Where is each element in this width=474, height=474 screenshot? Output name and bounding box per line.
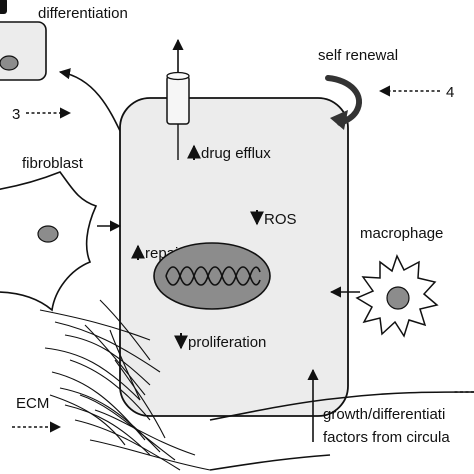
vessel-wall-lower bbox=[209, 454, 331, 471]
ecm-fibers bbox=[39, 299, 211, 471]
vessel-wall-upper bbox=[209, 391, 474, 421]
dna-helix bbox=[165, 266, 261, 286]
differentiation-arrow bbox=[58, 68, 123, 136]
number-4-label: 4 bbox=[446, 84, 454, 101]
growth-factors-label-line1: growth/differentiati bbox=[323, 406, 445, 423]
self-renewal-arrowhead bbox=[330, 110, 348, 130]
fibroblast-label: fibroblast bbox=[22, 155, 84, 172]
macrophage-nucleus bbox=[386, 286, 410, 310]
nucleus bbox=[153, 242, 271, 310]
ecm-label: ECM bbox=[16, 395, 49, 412]
growth-factors-label-line2: factors from circula bbox=[323, 429, 450, 446]
ros-label: ROS bbox=[264, 211, 297, 228]
proliferation-label: proliferation bbox=[188, 334, 266, 351]
fibroblast-nucleus bbox=[37, 225, 59, 243]
macrophage-label: macrophage bbox=[360, 225, 443, 242]
self-renewal-label: self renewal bbox=[318, 47, 398, 64]
differentiation-label: differentiation bbox=[38, 5, 128, 22]
number-3-label: 3 bbox=[12, 106, 20, 123]
efflux-pump bbox=[166, 71, 190, 125]
differentiated-cell bbox=[0, 0, 47, 81]
drug-efflux-label: drug efflux bbox=[201, 145, 271, 162]
